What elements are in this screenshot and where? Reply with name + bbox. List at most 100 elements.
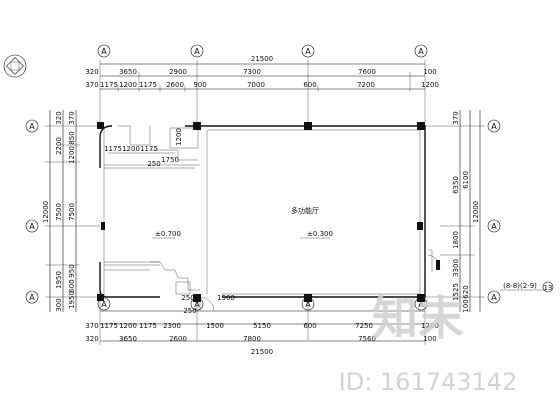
top-dim-r2-7: 600 bbox=[303, 81, 316, 89]
level-left: ±0.700 bbox=[155, 230, 181, 238]
right-dim-i-1: 1525 bbox=[452, 283, 460, 301]
left-dim-i-3: 7500 bbox=[68, 203, 76, 221]
left-dim-i-0: 370 bbox=[68, 111, 76, 124]
axis-label: A bbox=[491, 122, 497, 131]
interior-dim-3: 1200 bbox=[175, 128, 183, 146]
axis-label: A bbox=[491, 293, 497, 302]
top-dim-r1-0: 320 bbox=[85, 68, 98, 76]
interior-small-dims: 1175 1200 1175 1200 250 1750 250 1500 bbox=[104, 128, 235, 302]
top-dim-r2-9: 1200 bbox=[421, 81, 439, 89]
bottom-dim-r2-3: 1175 bbox=[139, 322, 157, 330]
axis-label: A bbox=[418, 47, 424, 56]
left-dim-o-0: 320 bbox=[55, 111, 63, 124]
left-dim-i-2: 1200 bbox=[68, 146, 76, 164]
top-dim-r2-1: 1175 bbox=[100, 81, 118, 89]
top-dim-r1-2: 2900 bbox=[169, 68, 187, 76]
bottom-dim-r2-4: 2300 bbox=[163, 322, 181, 330]
right-dim-o-1: 6100 bbox=[462, 171, 470, 189]
left-dim-o-3: 1950 bbox=[55, 271, 63, 289]
axis-label: A bbox=[29, 122, 35, 131]
bottom-axis-markers: A A A A bbox=[97, 297, 428, 311]
left-dimension-chain: 12000 320 2200 7500 1950 300 370 850 120… bbox=[42, 110, 100, 312]
level-right: ±0.300 bbox=[307, 230, 333, 238]
axis-label: A bbox=[305, 47, 311, 56]
axis-label: A bbox=[418, 300, 424, 309]
axis-label: A bbox=[194, 300, 200, 309]
left-dim-o-2: 7500 bbox=[55, 203, 63, 221]
right-dim-o-2: 1800 bbox=[452, 231, 460, 249]
top-dim-r1-1: 3650 bbox=[119, 68, 137, 76]
room-label: 多功能厅 bbox=[291, 206, 319, 215]
section-ref-text: (8-8)(2-9) bbox=[503, 282, 537, 290]
axis-label: A bbox=[194, 47, 200, 56]
left-dim-i-5: 600 bbox=[68, 279, 76, 292]
building-walls bbox=[99, 125, 441, 312]
left-dim-o-4: 300 bbox=[55, 298, 63, 311]
top-dim-r2-4: 2600 bbox=[166, 81, 184, 89]
axis-label: A bbox=[101, 300, 107, 309]
top-dim-r1-4: 7600 bbox=[358, 68, 376, 76]
top-dim-r2-3: 1175 bbox=[139, 81, 157, 89]
interior-dim-7: 1500 bbox=[217, 294, 235, 302]
right-dim-o-4: 620 bbox=[462, 285, 470, 298]
left-overall-dim: 12000 bbox=[42, 201, 50, 223]
bottom-overall-dim: 21500 bbox=[251, 348, 273, 356]
section-ref-number: 13 bbox=[544, 284, 553, 292]
bottom-dim-r2-0: 370 bbox=[85, 322, 98, 330]
interior-dim-6: 250 bbox=[181, 294, 194, 302]
bottom-dim-r2-9: 7250 bbox=[355, 322, 373, 330]
bottom-dim-r1-4: 7560 bbox=[358, 335, 376, 343]
left-axis-markers: A A A bbox=[25, 119, 39, 304]
right-dim-o-0: 370 bbox=[452, 111, 460, 124]
axis-label: A bbox=[305, 300, 311, 309]
right-dim-i-0: 6350 bbox=[452, 176, 460, 194]
watermark: 知末 ID: 161743142 bbox=[339, 291, 518, 396]
axis-label: A bbox=[29, 293, 35, 302]
bottom-dim-r2-5: 250 bbox=[183, 307, 196, 315]
top-dim-r2-0: 370 bbox=[85, 81, 98, 89]
bottom-dim-r1-1: 3650 bbox=[119, 335, 137, 343]
section-marker-icon bbox=[542, 281, 554, 293]
bottom-dim-r1-5: 100 bbox=[423, 335, 436, 343]
right-dim-o-5: 100 bbox=[462, 299, 470, 312]
top-dim-r1-3: 7300 bbox=[243, 68, 261, 76]
interior-dim-1: 1200 bbox=[122, 145, 140, 153]
axis-label: A bbox=[29, 222, 35, 231]
right-dim-o-3: 3300 bbox=[452, 259, 460, 277]
top-dim-r2-5: 900 bbox=[193, 81, 206, 89]
compass-icon bbox=[3, 54, 27, 78]
axis-label: A bbox=[101, 47, 107, 56]
bottom-dimension-chain: 370 1175 1200 1175 2300 250 1500 5150 60… bbox=[85, 301, 439, 356]
room-annotations: 多功能厅 ±0.700 ±0.300 bbox=[152, 206, 333, 239]
bottom-dim-r1-2: 2600 bbox=[169, 335, 187, 343]
interior-dim-4: 250 bbox=[147, 160, 160, 168]
interior-dim-5: 1750 bbox=[161, 156, 179, 164]
watermark-id: ID: 161743142 bbox=[339, 368, 518, 396]
top-dim-r2-2: 1200 bbox=[119, 81, 137, 89]
left-dim-i-4: 950 bbox=[68, 264, 76, 277]
interior-dim-0: 1175 bbox=[104, 145, 122, 153]
bottom-dim-r1-0: 320 bbox=[85, 335, 98, 343]
bottom-dim-r2-6: 1500 bbox=[206, 322, 224, 330]
top-overall-dim: 21500 bbox=[251, 55, 273, 63]
left-dim-i-6: 1950 bbox=[68, 291, 76, 309]
right-dimension-chain: 370 6350 6100 1800 3300 1525 620 100 120… bbox=[425, 110, 485, 313]
left-dim-o-1: 2200 bbox=[55, 137, 63, 155]
bottom-dim-r1-3: 7800 bbox=[243, 335, 261, 343]
right-axis-markers: A A A bbox=[487, 119, 501, 304]
section-reference: (8-8)(2-9) 13 bbox=[500, 281, 554, 293]
interior-dim-2: 1175 bbox=[140, 145, 158, 153]
watermark-logo: 知末 bbox=[372, 291, 464, 345]
bottom-dim-r2-10: 1200 bbox=[421, 322, 439, 330]
top-dim-r2-8: 7200 bbox=[357, 81, 375, 89]
bottom-dim-r2-2: 1200 bbox=[119, 322, 137, 330]
bottom-dim-r2-8: 600 bbox=[303, 322, 316, 330]
axis-label: A bbox=[491, 222, 497, 231]
top-dim-r1-5: 100 bbox=[423, 68, 436, 76]
bottom-dim-r2-7: 5150 bbox=[253, 322, 271, 330]
top-axis-markers: A A A A bbox=[97, 44, 428, 58]
top-dim-r2-6: 7000 bbox=[247, 81, 265, 89]
right-overall-dim: 12000 bbox=[472, 201, 480, 223]
left-dim-i-1: 850 bbox=[68, 131, 76, 144]
